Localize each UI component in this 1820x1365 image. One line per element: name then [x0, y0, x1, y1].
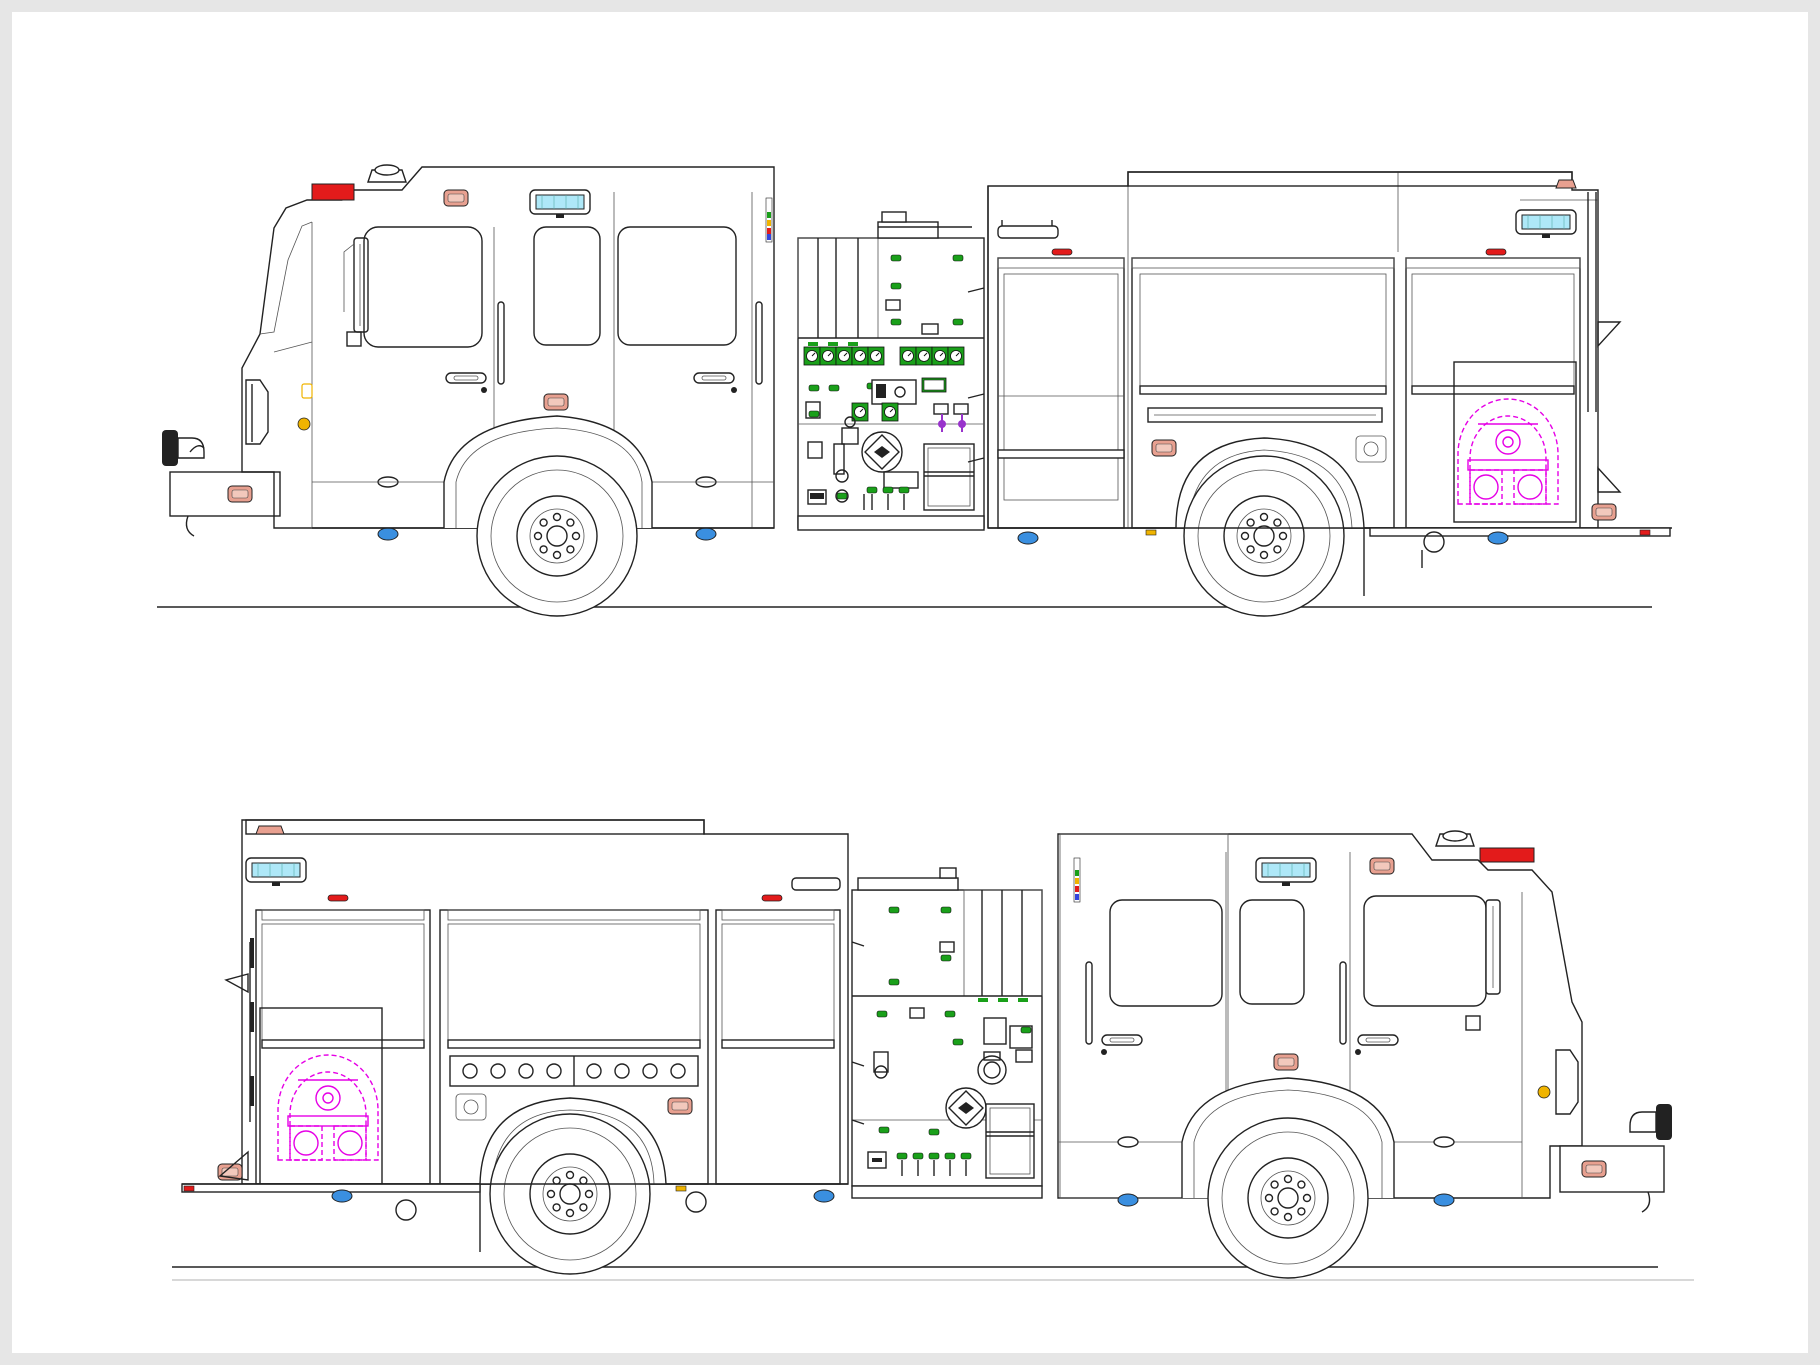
beacon-light-icon	[1479, 847, 1535, 863]
pump-gauge-icon	[899, 346, 917, 366]
hose-reel-icon	[1457, 398, 1559, 505]
pump-gauge-icon	[947, 346, 965, 366]
pump-gauge-icon	[867, 346, 885, 366]
ambient-light	[301, 383, 313, 399]
marker-light-icon	[1273, 1053, 1299, 1071]
cab-body	[1057, 830, 1672, 1279]
marker-light-icon	[443, 189, 469, 207]
grille	[1555, 1049, 1579, 1115]
ground-light-icon	[1433, 1193, 1455, 1207]
pump-panel	[797, 211, 985, 531]
marker-light-icon	[1591, 503, 1617, 521]
pump-gauge-icon	[819, 346, 837, 366]
front-door-window	[363, 226, 483, 348]
apparatus-body	[987, 171, 1672, 617]
tow-hook	[185, 515, 195, 537]
wheel-icon	[1183, 455, 1345, 617]
front-bumper	[169, 471, 281, 517]
marker-light-icon	[667, 1097, 693, 1115]
ground-light-icon	[1487, 531, 1509, 545]
scene-light-icon	[529, 189, 591, 219]
drawing-sheet	[12, 12, 1808, 1353]
ground-light-icon	[1117, 1193, 1139, 1207]
rear-door-window	[617, 226, 737, 346]
marker-light-icon	[227, 485, 253, 503]
pump-gauge-icon	[915, 346, 933, 366]
hose-reel-icon	[277, 1054, 379, 1161]
marker-light-icon	[543, 393, 569, 411]
apparatus-body	[181, 819, 849, 1275]
door-handle	[693, 372, 735, 384]
pump-panel	[851, 867, 1043, 1199]
pump-gauge-icon	[851, 346, 869, 366]
siren-speaker	[162, 430, 205, 466]
pump-gauge-icon	[803, 346, 821, 366]
wheel-icon	[476, 455, 638, 617]
crew-window	[1239, 899, 1305, 1005]
door-handle	[1101, 1034, 1143, 1046]
officer-side-elevation	[172, 819, 1694, 1281]
wheel-icon	[489, 1113, 651, 1275]
ground-light-icon	[377, 527, 399, 541]
scene-light-icon	[245, 857, 307, 887]
amber-marker-icon	[1537, 1085, 1551, 1099]
crew-window	[533, 226, 601, 346]
siren-speaker	[1629, 1104, 1672, 1140]
marker-light-icon	[1581, 1160, 1607, 1178]
marker-light-icon	[1151, 439, 1177, 457]
ground-light-icon	[331, 1189, 353, 1203]
pump-gauge-icon	[931, 346, 949, 366]
door-handle	[445, 372, 487, 384]
amber-marker-icon	[297, 417, 311, 431]
wheel-icon	[1207, 1117, 1369, 1279]
scene-light-icon	[1255, 857, 1317, 887]
front-bumper	[1559, 1145, 1665, 1193]
front-door-window	[1363, 895, 1487, 1007]
beacon-light-icon	[311, 183, 355, 201]
ground-light-icon	[695, 527, 717, 541]
pump-gauge-icon	[835, 346, 853, 366]
ground-light-icon	[813, 1189, 835, 1203]
rear-door-window	[1109, 899, 1223, 1007]
door-handle	[1357, 1034, 1399, 1046]
grille	[245, 379, 269, 445]
marker-light-icon	[1369, 857, 1395, 875]
pump-gauge-icon	[851, 402, 869, 422]
scene-light-icon	[1515, 209, 1577, 239]
truck-elevation-drawing	[157, 164, 1694, 1281]
ground-light-icon	[1017, 531, 1039, 545]
driver-side-elevation	[157, 164, 1672, 617]
pump-gauge-icon	[881, 402, 899, 422]
